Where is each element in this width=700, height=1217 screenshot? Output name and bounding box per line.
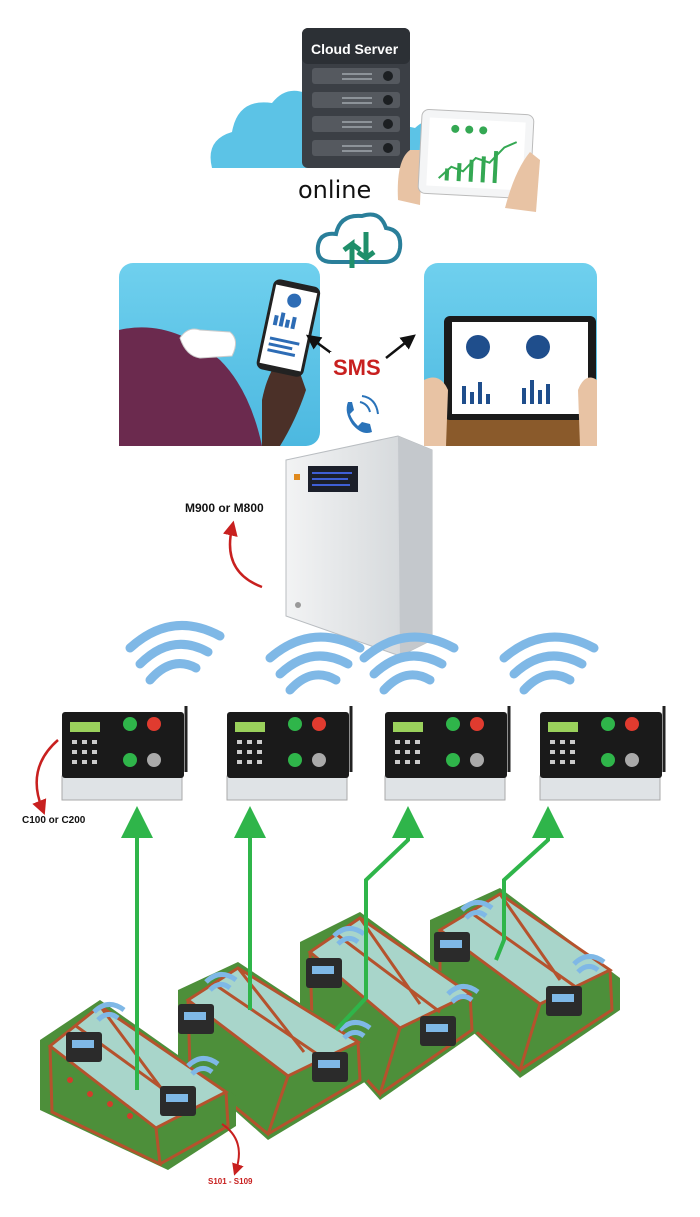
cloud-sync-icon [315, 212, 403, 268]
server-icon [302, 28, 410, 168]
greenhouse-icon [430, 888, 620, 1078]
tablet-panel [424, 263, 597, 446]
phone-call-icon [346, 395, 379, 433]
controller-model-label: C100 or C200 [22, 815, 86, 826]
cloud-server-title: Cloud Server [311, 41, 399, 57]
controller-unit-2 [226, 706, 353, 801]
wifi-icon [499, 632, 599, 695]
wifi-icon [359, 632, 459, 695]
phone-panel [119, 263, 321, 446]
uplink-arrows [121, 806, 564, 1090]
controller-pointer-arrow [32, 739, 59, 815]
main-unit-pointer-arrow [223, 520, 263, 589]
main-unit-model-label: M900 or M800 [185, 501, 264, 515]
wifi-icon [265, 632, 365, 695]
sensor-device [434, 900, 494, 962]
controller-unit-4 [539, 706, 666, 801]
sensor-pointer-arrow [221, 1123, 244, 1176]
sensor-model-label: S101 - S109 [208, 1177, 253, 1186]
sensor-device [178, 972, 238, 1034]
sensor-device [66, 1002, 126, 1062]
sensor-device [420, 984, 480, 1046]
main-cabinet [285, 435, 433, 657]
sensor-device [546, 954, 606, 1016]
sensor-device [160, 1056, 220, 1116]
phone-icon [256, 279, 321, 377]
tablet-icon [397, 108, 540, 212]
sms-badge [330, 352, 384, 382]
controller-unit-3 [384, 706, 511, 801]
sms-label: SMS [333, 355, 381, 380]
online-label: online [298, 176, 372, 204]
controller-unit-1 [61, 706, 188, 801]
wifi-icon [125, 621, 225, 685]
sensor-device [312, 1020, 372, 1082]
sensor-device [306, 926, 366, 988]
